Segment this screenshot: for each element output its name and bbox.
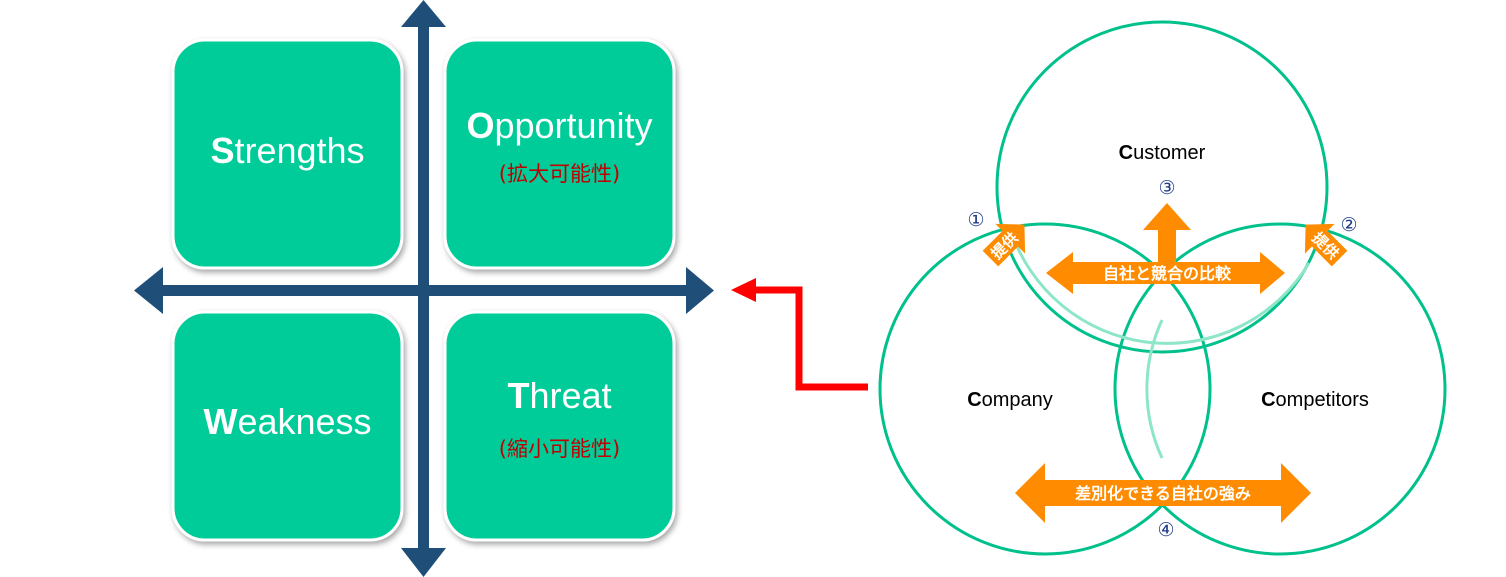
- weakness-title: Weakness: [203, 401, 371, 442]
- marker-one: ①: [967, 209, 984, 231]
- marker-two: ②: [1340, 214, 1357, 236]
- strengths-title: Strengths: [210, 130, 364, 171]
- swot-axes: [134, 0, 714, 577]
- three-c-venn: Customer Company Competitors ① ② ③ ④ 自社と…: [878, 20, 1447, 556]
- horizontal-axis-left-arrowhead: [134, 267, 163, 314]
- customer-up-arrow: [1143, 203, 1191, 262]
- customer-label: Customer: [1119, 142, 1206, 164]
- differentiate-double-arrow: 差別化できる自社の強み: [1015, 463, 1311, 523]
- threat-title: Threat: [507, 375, 611, 416]
- opportunity-box: Opportunity (拡大可能性): [443, 38, 676, 270]
- strengths-box-bg: [171, 38, 404, 270]
- vertical-axis-bottom-arrowhead: [401, 548, 446, 577]
- red-connector-arrowhead: [731, 278, 756, 302]
- company-competitors-overlap-arc: [1145, 319, 1164, 459]
- provide-right-arrow-shape: [1304, 223, 1348, 267]
- compare-double-arrow: 自社と競合の比較: [1046, 252, 1285, 294]
- swot-matrix: Strengths Opportunity (拡大可能性) Weakness T…: [134, 0, 714, 577]
- horizontal-axis-right-arrowhead: [686, 267, 714, 314]
- competitors-label: Competitors: [1261, 389, 1369, 411]
- competitors-circle: [1113, 222, 1447, 556]
- company-label: Company: [967, 389, 1053, 411]
- vertical-axis-top-arrowhead: [401, 0, 446, 27]
- compare-arrow-label: 自社と競合の比較: [1103, 264, 1232, 283]
- red-connector-arrow: [731, 278, 868, 391]
- marker-three: ③: [1158, 177, 1175, 199]
- red-connector-line: [752, 286, 868, 391]
- differentiate-arrow-label: 差別化できる自社の強み: [1075, 484, 1251, 503]
- differentiate-arrow-shape: [1015, 463, 1311, 523]
- threat-box-bg: [443, 310, 676, 542]
- threat-subtitle: (縮小可能性): [499, 437, 620, 461]
- weakness-box-bg: [171, 310, 404, 542]
- threat-box: Threat (縮小可能性): [443, 310, 676, 542]
- company-circle: [878, 222, 1212, 556]
- horizontal-axis-line: [160, 285, 690, 296]
- marker-four: ④: [1157, 519, 1174, 541]
- customer-circle: [995, 20, 1329, 354]
- opportunity-subtitle: (拡大可能性): [499, 162, 620, 186]
- provide-left-arrow-shape: [982, 223, 1026, 267]
- weakness-box: Weakness: [171, 310, 404, 542]
- customer-overlap-arc: [1008, 227, 1311, 345]
- strengths-box: Strengths: [171, 38, 404, 270]
- opportunity-box-bg: [443, 38, 676, 270]
- opportunity-title: Opportunity: [466, 105, 652, 146]
- compare-arrow-shape: [1046, 252, 1285, 294]
